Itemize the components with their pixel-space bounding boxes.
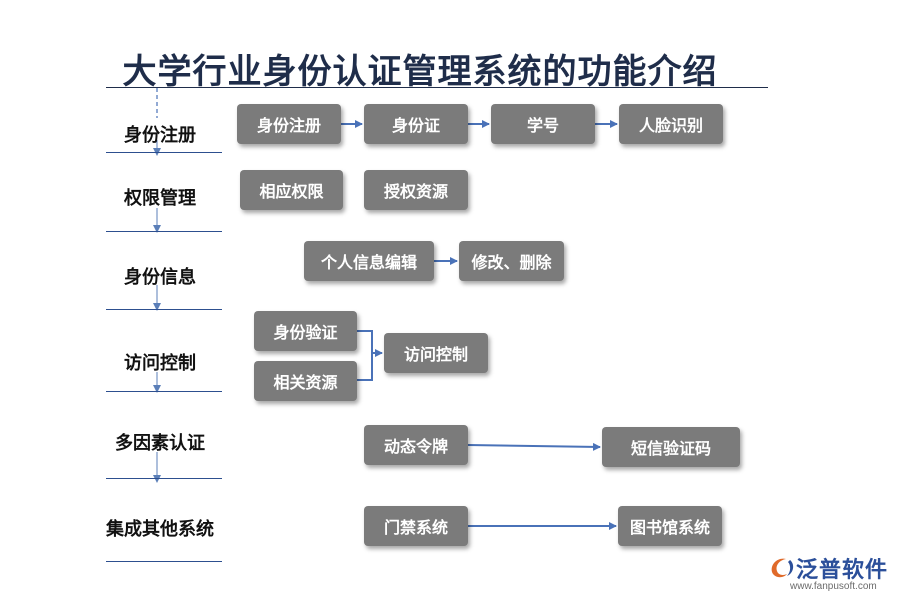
bracket-access	[357, 330, 373, 381]
logo-name: 泛普软件	[796, 558, 889, 583]
category-permission-management: 权限管理	[124, 188, 196, 209]
company-logo: 泛普软件 www.fanpusoft.com	[768, 552, 890, 596]
separator	[106, 561, 222, 562]
node-identity-registration: 身份注册	[237, 104, 341, 144]
node-authorized-resources: 授权资源	[364, 170, 468, 210]
separator	[106, 391, 222, 392]
category-identity-info: 身份信息	[124, 267, 196, 288]
page-title: 大学行业身份认证管理系统的功能介绍	[122, 52, 718, 92]
node-modify-delete: 修改、删除	[459, 241, 564, 281]
node-personal-info-edit: 个人信息编辑	[304, 241, 434, 281]
node-student-number: 学号	[491, 104, 595, 144]
node-related-resources: 相关资源	[254, 361, 357, 401]
node-access-control: 访问控制	[384, 333, 488, 373]
arrow-mfa	[467, 442, 601, 451]
category-multi-factor-auth: 多因素认证	[115, 433, 205, 454]
category-identity-registration: 身份注册	[124, 125, 196, 146]
node-matching-permission: 相应权限	[240, 170, 343, 210]
logo-url: www.fanpusoft.com	[790, 581, 877, 592]
node-sms-code: 短信验证码	[602, 427, 740, 467]
category-system-integration: 集成其他系统	[106, 519, 214, 540]
separator	[106, 478, 222, 479]
logo-swirl-icon	[771, 558, 794, 578]
title-underline	[106, 87, 768, 88]
node-dynamic-token: 动态令牌	[364, 425, 468, 465]
node-face-recognition: 人脸识别	[619, 104, 723, 144]
separator	[106, 309, 222, 310]
node-id-card: 身份证	[364, 104, 468, 144]
node-access-gate-system: 门禁系统	[364, 506, 468, 546]
node-library-system: 图书馆系统	[618, 506, 722, 546]
node-identity-verification: 身份验证	[254, 311, 357, 351]
separator	[106, 152, 222, 153]
category-access-control: 访问控制	[124, 353, 196, 374]
separator	[106, 231, 222, 232]
